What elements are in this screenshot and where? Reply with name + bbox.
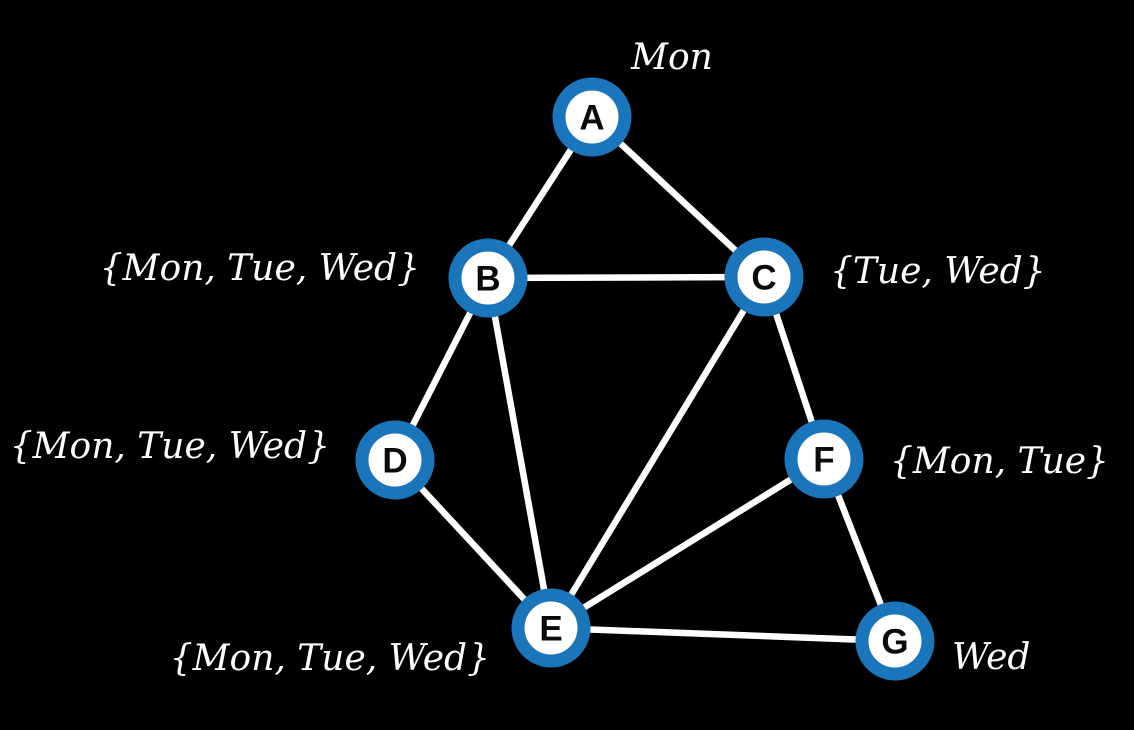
node-C xyxy=(724,237,804,317)
node-G-letter: G xyxy=(881,623,908,662)
node-B xyxy=(448,238,528,318)
domain-label-A: Mon xyxy=(630,37,713,78)
node-B-letter: B xyxy=(475,260,500,299)
node-F xyxy=(784,419,864,499)
domain-label-C: {Tue, Wed} xyxy=(830,251,1046,292)
node-D-letter: D xyxy=(382,442,407,481)
domain-label-F: {Mon, Tue} xyxy=(890,441,1109,482)
node-D xyxy=(355,420,435,500)
node-C-letter: C xyxy=(751,259,776,298)
edge-C-E xyxy=(547,273,768,632)
edge-B-C xyxy=(484,273,768,282)
edge-E-F xyxy=(547,455,828,632)
node-A xyxy=(552,77,632,157)
node-E xyxy=(511,588,591,668)
edge-E-G xyxy=(547,624,899,645)
edge-B-E xyxy=(484,274,555,632)
node-G xyxy=(855,601,935,681)
domain-label-B: {Mon, Tue, Wed} xyxy=(100,248,420,289)
node-A-letter: A xyxy=(579,99,604,138)
domain-label-D: {Mon, Tue, Wed} xyxy=(10,426,330,467)
node-F-letter: F xyxy=(813,441,834,480)
domain-label-E: {Mon, Tue, Wed} xyxy=(170,638,490,679)
domain-label-G: Wed xyxy=(952,637,1030,678)
node-E-letter: E xyxy=(539,610,562,649)
